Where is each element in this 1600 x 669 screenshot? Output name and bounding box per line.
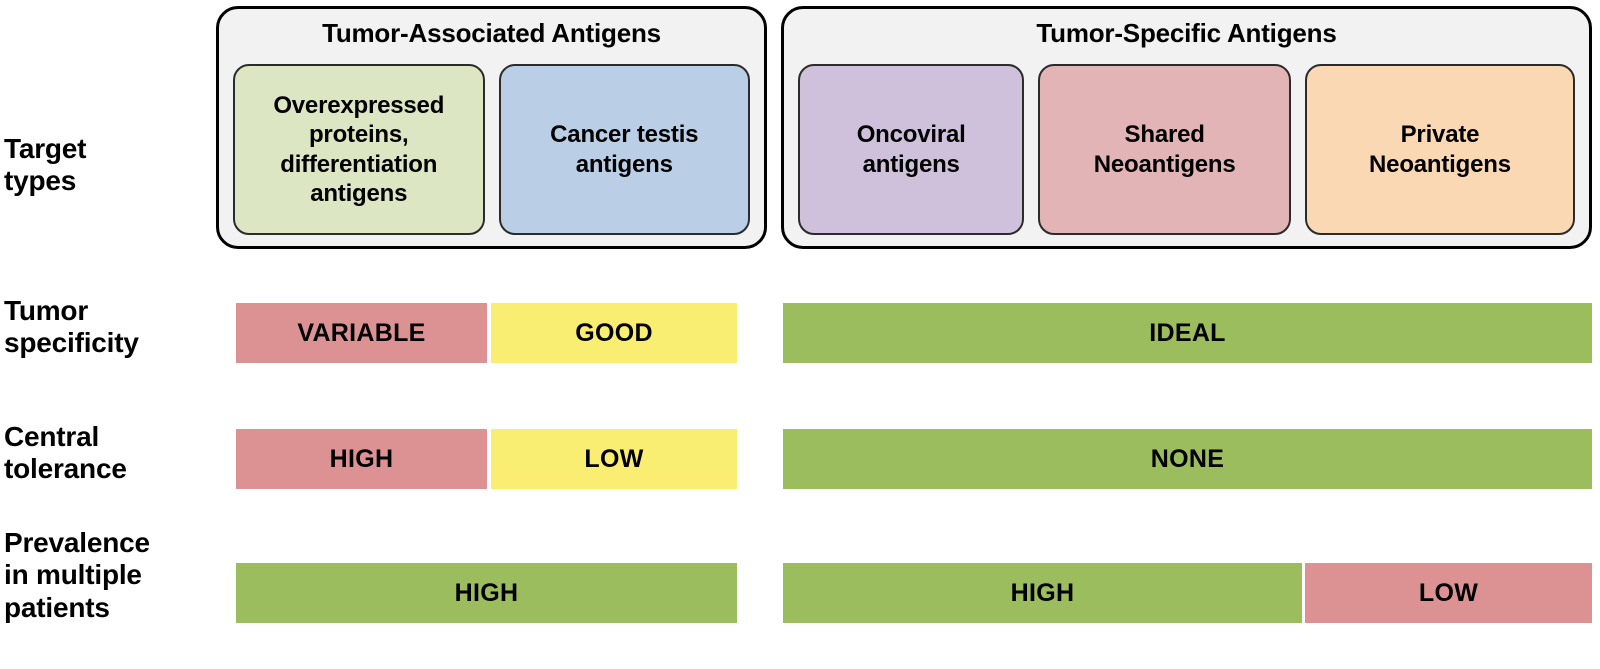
antigen-box-overexpressed-proteins[interactable]: Overexpressed proteins, differentiation … <box>233 64 485 235</box>
antigen-box-private-neoantigens[interactable]: Private Neoantigens <box>1304 64 1575 235</box>
bar-central-tolerance-high: HIGH <box>236 429 487 489</box>
bar-central-tolerance-none: NONE <box>783 429 1592 489</box>
row-label-prevalence: Prevalence in multiple patients <box>4 527 150 623</box>
row-label-central-tolerance: Central tolerance <box>4 421 127 485</box>
antigen-box-list-taa: Overexpressed proteins, differentiation … <box>233 64 750 235</box>
antigen-box-list-tsa: Oncoviral antigens Shared Neoantigens Pr… <box>798 64 1575 235</box>
group-tumor-associated-antigens: Tumor-Associated Antigens Overexpressed … <box>216 6 767 249</box>
group-title-tumor-associated: Tumor-Associated Antigens <box>322 18 661 48</box>
bar-prevalence-tsa-high: HIGH <box>783 563 1302 623</box>
bar-central-tolerance-low: LOW <box>491 429 737 489</box>
bar-prevalence-tsa-low: LOW <box>1305 563 1592 623</box>
group-title-tumor-specific: Tumor-Specific Antigens <box>1036 18 1337 48</box>
row-label-tumor-specificity: Tumor specificity <box>4 295 139 359</box>
bar-tumor-specificity-ideal: IDEAL <box>783 303 1592 363</box>
row-label-target-types: Target types <box>4 133 87 197</box>
bar-prevalence-taa-high: HIGH <box>236 563 737 623</box>
antigen-box-cancer-testis-antigens[interactable]: Cancer testis antigens <box>498 64 750 235</box>
group-tumor-specific-antigens: Tumor-Specific Antigens Oncoviral antige… <box>781 6 1592 249</box>
bar-tumor-specificity-variable: VARIABLE <box>236 303 487 363</box>
bar-tumor-specificity-good: GOOD <box>491 303 737 363</box>
antigen-box-shared-neoantigens[interactable]: Shared Neoantigens <box>1038 64 1291 235</box>
antigen-box-oncoviral-antigens[interactable]: Oncoviral antigens <box>798 64 1025 235</box>
